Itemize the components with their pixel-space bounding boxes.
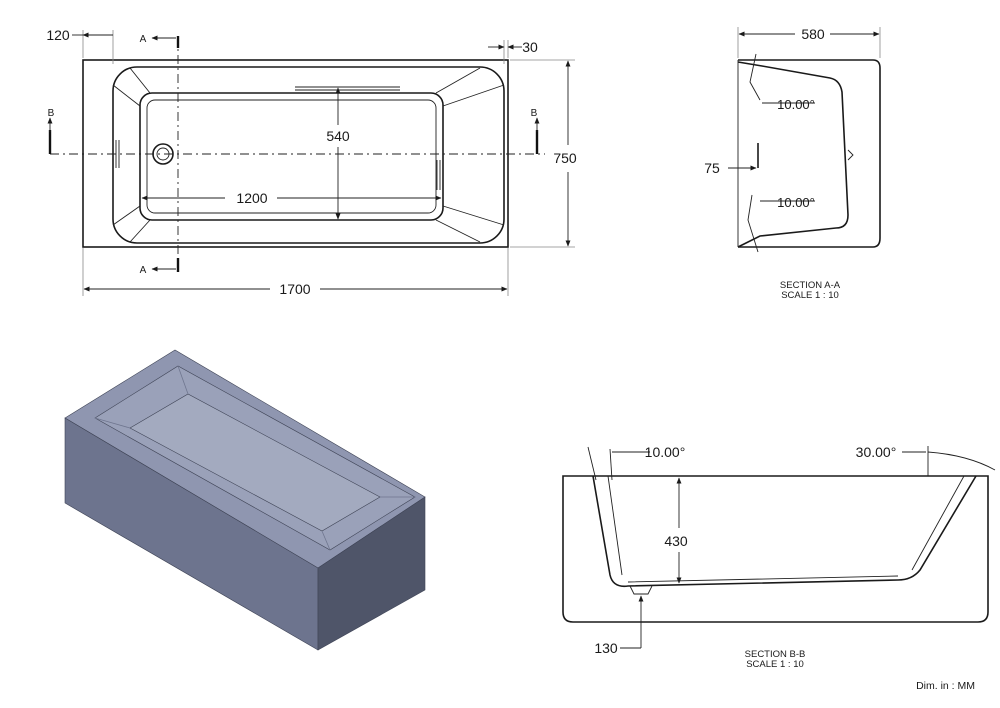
dim-section-a-drain: 75	[704, 160, 720, 176]
section-a-basin	[737, 61, 849, 248]
dim-overall-width: 750	[553, 150, 577, 166]
dim-rim-left: 120	[46, 27, 70, 43]
corner-bevels	[112, 67, 505, 243]
basin-floor	[139, 92, 444, 221]
dim-section-b-depth: 430	[664, 533, 688, 549]
section-b-title: SECTION B-B	[745, 649, 806, 660]
section-a-marker-bottom: A	[140, 265, 147, 276]
section-a-view: 580 75 10.00° 10.00° SECTION A-A SCALE 1…	[704, 26, 881, 301]
section-a-scale: SCALE 1 : 10	[781, 290, 839, 301]
section-a-outline	[738, 59, 881, 248]
angle-section-b-right: 30.00°	[856, 444, 897, 460]
dim-inner-width: 540	[326, 128, 350, 144]
tub-outline	[82, 59, 509, 248]
units-note: Dim. in : MM	[916, 680, 975, 692]
section-b-basin	[592, 475, 977, 588]
section-a-marker-top: A	[140, 34, 147, 45]
section-b-scale: SCALE 1 : 10	[746, 659, 804, 670]
dim-overall-length: 1700	[279, 281, 310, 297]
tub-rim	[112, 66, 505, 244]
section-a-title: SECTION A-A	[780, 280, 841, 291]
dim-inner-length: 1200	[236, 190, 267, 206]
dim-section-a-width: 580	[801, 26, 825, 42]
iso-side-face	[317, 496, 426, 651]
isometric-view	[64, 349, 426, 651]
plan-view: B B A A 120 30 1700 750	[46, 27, 577, 297]
angle-section-a-bottom: 10.00°	[777, 195, 815, 210]
overflow-slots	[115, 86, 441, 190]
angle-section-a-top: 10.00°	[777, 97, 815, 112]
angle-section-b-left: 10.00°	[645, 444, 686, 460]
section-b-view: 10.00° 30.00° 430 130 SECTION B-B SCALE …	[562, 444, 996, 670]
dim-section-b-drain: 130	[594, 640, 618, 656]
section-b-marker-right: B	[531, 108, 538, 119]
dim-rim-right: 30	[522, 39, 538, 55]
section-b-marker-left: B	[48, 108, 55, 119]
basin-floor-inner	[146, 99, 437, 214]
section-b-outline	[562, 475, 989, 623]
